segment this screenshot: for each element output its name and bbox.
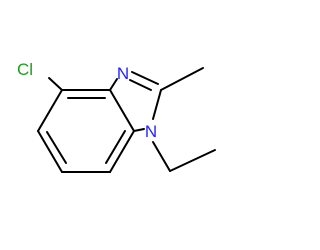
bond-c5-c6 bbox=[37, 130, 63, 173]
ring-nitrogen-atom-label: N bbox=[145, 122, 157, 141]
bond-ch2-ch3 bbox=[169, 149, 216, 172]
bonds bbox=[37, 67, 216, 173]
bond-c7-c7a-inner bbox=[105, 130, 126, 164]
bond-n1-ch2 bbox=[152, 141, 171, 172]
chlorine-atom-label: Cl bbox=[17, 60, 33, 79]
bond-c3a-n3 bbox=[109, 78, 118, 91]
bond-c2-methyl bbox=[160, 67, 204, 91]
bond-c7-c7a bbox=[109, 130, 135, 173]
bond-c2-n1 bbox=[152, 89, 162, 120]
bond-c4-cl bbox=[48, 77, 63, 91]
bond-c3a-c7a bbox=[109, 89, 135, 132]
bond-n3-c2 bbox=[131, 71, 159, 85]
bond-c5-c6-inner bbox=[46, 131, 67, 164]
imine-nitrogen-atom-label: N bbox=[117, 64, 129, 83]
bond-n3-c2-inner bbox=[129, 79, 152, 91]
molecule-structure-diagram: Cl N N bbox=[17, 60, 216, 173]
bond-n1-c7a bbox=[133, 128, 145, 132]
bond-c4-c5 bbox=[37, 89, 63, 132]
